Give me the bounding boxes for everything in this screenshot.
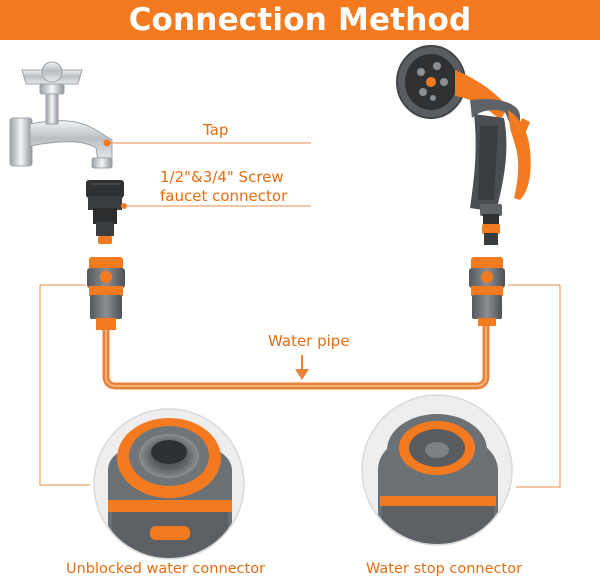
- screw-connector-label-line2: faucet connector: [160, 187, 288, 205]
- screw-connector-label-line1: 1/2"&3/4" Screw: [160, 168, 284, 186]
- left-bracket-line: [39, 284, 90, 486]
- down-arrow-icon: [295, 355, 309, 380]
- water-pipe-label: Water pipe: [268, 332, 350, 350]
- screw-connector-icon: [86, 180, 124, 244]
- unblocked-connector-label: Unblocked water connector: [66, 561, 266, 577]
- right-bracket-line: [508, 284, 561, 488]
- title-banner: Connection Method: [0, 0, 600, 40]
- screw-connector-label: 1/2"&3/4" Screw faucet connector: [160, 168, 287, 206]
- quick-connector-icon: [87, 257, 125, 330]
- page-title: Connection Method: [128, 2, 472, 38]
- tap-label: Tap: [203, 121, 229, 139]
- quick-connector-icon-right: [469, 257, 505, 326]
- spray-nozzle-icon: [396, 45, 531, 245]
- faucet-icon: [9, 61, 113, 169]
- unblocked-connector-closeup: [93, 408, 245, 560]
- water-stop-connector-label: Water stop connector: [366, 561, 523, 577]
- water-stop-connector-closeup: [361, 394, 513, 546]
